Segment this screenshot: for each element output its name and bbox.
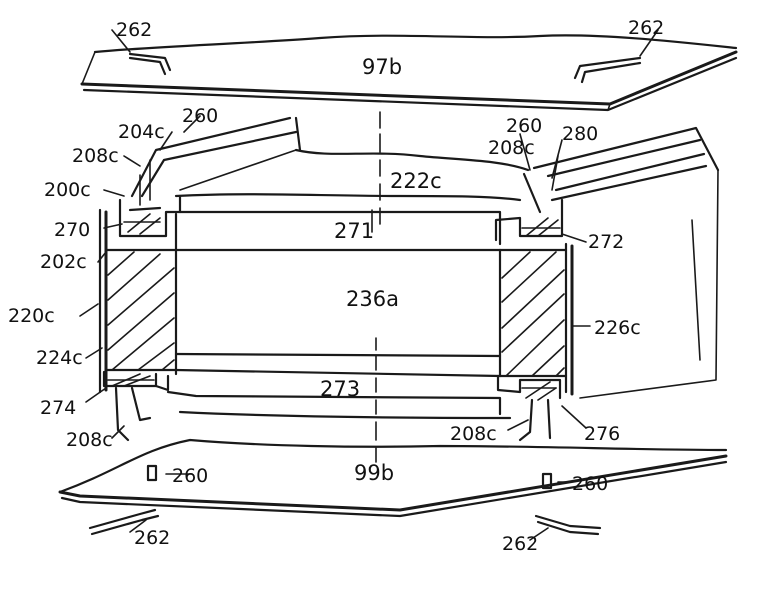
label-273: 273 (320, 377, 360, 401)
label-208c-right-bottom: 208c (450, 423, 497, 445)
label-200c: 200c (44, 179, 91, 201)
label-208c-left-bottom: 208c (66, 429, 113, 451)
label-276: 276 (584, 423, 620, 445)
label-260-bottom-left: 260 (172, 465, 208, 487)
label-262-bottom-right: 262 (502, 533, 538, 555)
label-280: 280 (562, 123, 598, 145)
label-204c: 204c (118, 121, 165, 143)
label-272: 272 (588, 231, 624, 253)
label-99b: 99b (354, 461, 394, 485)
label-226c: 226c (594, 317, 641, 339)
label-97b: 97b (362, 55, 402, 79)
bottom-plate (58, 438, 728, 536)
label-202c: 202c (40, 251, 87, 273)
label-262-top-right: 262 (628, 17, 664, 39)
label-220c: 220c (8, 305, 55, 327)
label-236a: 236a (346, 287, 399, 311)
label-260-right: 260 (506, 115, 542, 137)
label-208c-right-top: 208c (488, 137, 535, 159)
label-222c: 222c (390, 169, 442, 193)
label-262-bottom-left: 262 (134, 527, 170, 549)
label-224c: 224c (36, 347, 83, 369)
label-260-bottom-right: 260 (572, 473, 608, 495)
label-260-left: 260 (182, 105, 218, 127)
label-208c-left-top: 208c (72, 145, 119, 167)
right-wall (494, 126, 720, 442)
leader-lines (79, 29, 659, 541)
label-262-top-left: 262 (116, 19, 152, 41)
labels: 262 262 97b 260 204c 208c 200c 270 202c … (8, 17, 664, 555)
left-wall (98, 116, 302, 442)
label-274: 274 (40, 397, 76, 419)
top-plate (80, 34, 738, 112)
label-271: 271 (334, 219, 374, 243)
central-body (166, 111, 530, 463)
label-270: 270 (54, 219, 90, 241)
